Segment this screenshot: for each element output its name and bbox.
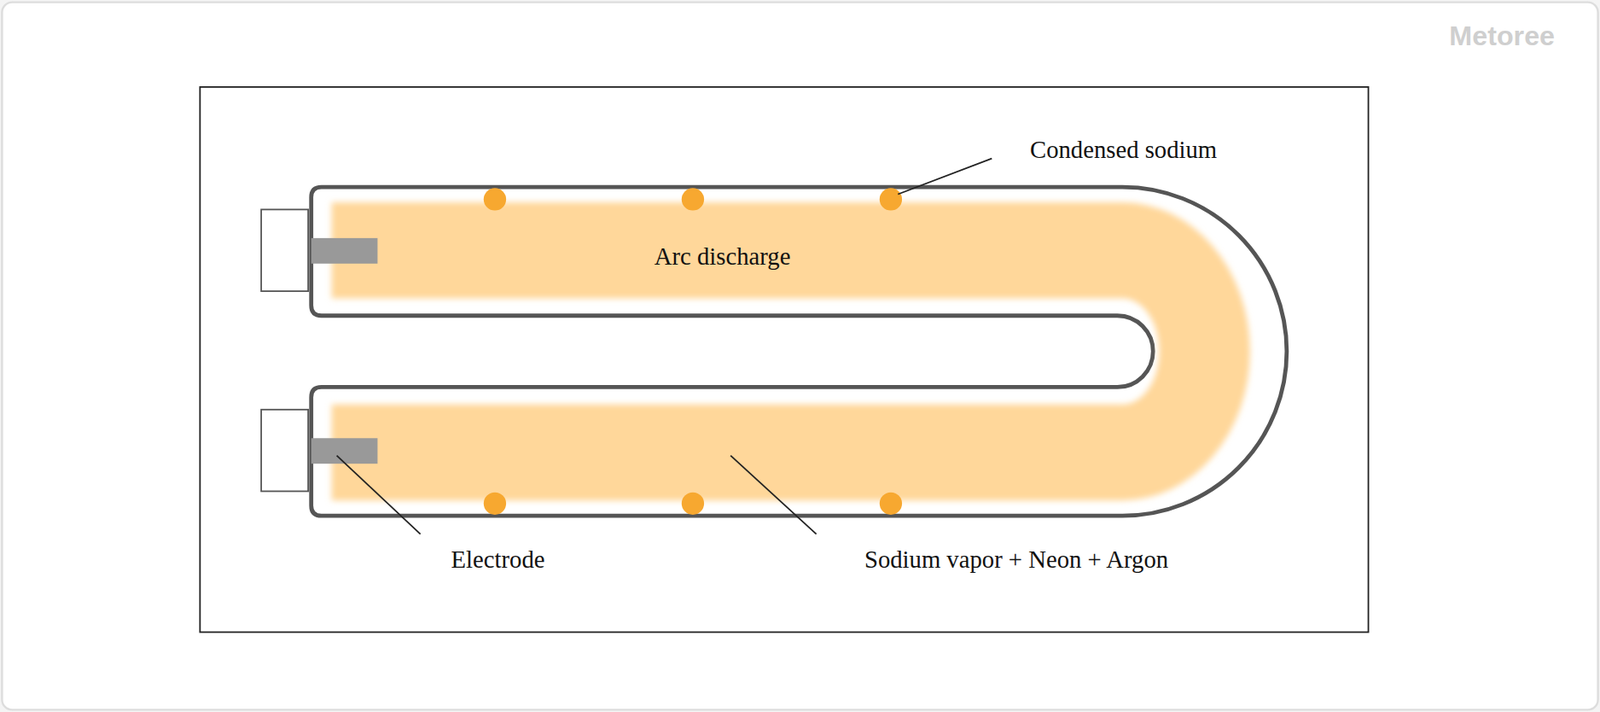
electrode-rod: [311, 238, 379, 264]
watermark: Metoree: [1448, 21, 1555, 53]
part-label: Electrode: [451, 546, 546, 575]
frame: [199, 87, 1368, 633]
sodium-drops: [483, 187, 902, 515]
electrode-rod: [311, 437, 379, 464]
leader-lines: [337, 158, 993, 535]
part-label: Arc discharge: [654, 244, 792, 272]
cap: [261, 209, 309, 291]
cap: [261, 409, 309, 492]
tube: [311, 186, 1287, 516]
arc-glow: [331, 202, 1251, 501]
part-label: Sodium vapor + Neon + Argon: [864, 546, 1169, 575]
part-label: Condensed sodium: [1029, 136, 1217, 164]
